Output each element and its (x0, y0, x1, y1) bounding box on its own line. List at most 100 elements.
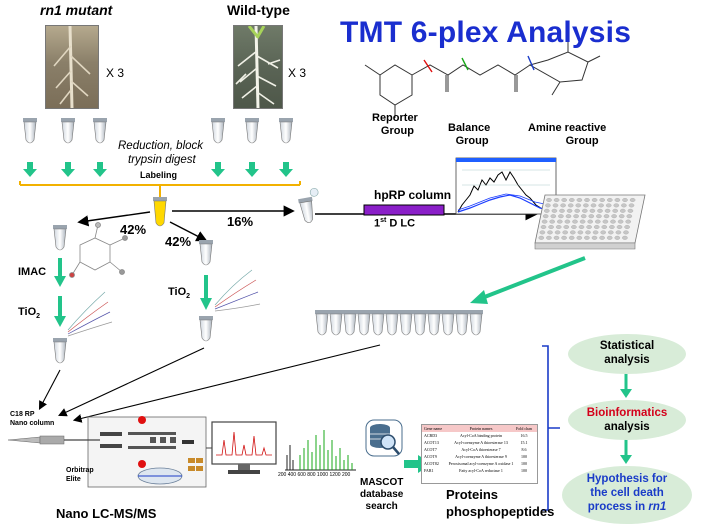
plate-well (593, 225, 600, 229)
plate-well (541, 219, 548, 224)
plate-well (597, 208, 603, 213)
table-row: ACBD3 Acyl-CoA binding protein 16.5 (424, 433, 528, 438)
database-search-icon (365, 419, 403, 457)
plate-well (552, 203, 559, 208)
plate-well (610, 219, 616, 224)
plate-well (612, 208, 618, 213)
plate-well (584, 198, 590, 202)
table-row: FAR1 Fatty acyl-CoA reductase 1 100 (424, 468, 527, 473)
plate-well (615, 230, 622, 235)
chromatogram-inset (455, 157, 557, 215)
plate-well (559, 208, 565, 213)
plate-well (573, 214, 579, 219)
split-pct-mid: 42% (165, 234, 192, 249)
plate-well (546, 235, 552, 240)
phosphopeptides-label: phosphopeptides (446, 504, 555, 519)
plate-well (583, 203, 589, 208)
tio2-left-label: TiO2 (18, 306, 41, 321)
computer-monitor (211, 421, 277, 474)
digest-label: trypsin digest (128, 154, 196, 166)
plate-well (607, 198, 613, 202)
plate-well (569, 198, 575, 202)
plate-well (561, 235, 567, 240)
plate-well (582, 208, 588, 213)
plate-well (555, 225, 562, 229)
plate-well (603, 214, 610, 219)
imac-label: IMAC (18, 266, 47, 278)
tio2-out-tube (198, 315, 214, 342)
reduction-label: Reduction, block (118, 140, 204, 152)
plate-well (560, 203, 566, 208)
plate-well (540, 225, 547, 229)
plate-well (578, 225, 585, 229)
plate-well (622, 198, 628, 202)
split-pct-left: 42% (120, 222, 147, 237)
plate-well (617, 219, 624, 224)
plate-well (600, 230, 606, 235)
nano-lcms-label: Nano LC-MS/MS (56, 506, 157, 521)
hprp-column-label: hpRP column (374, 188, 452, 202)
plate-well (628, 203, 635, 208)
plate-well (616, 225, 623, 229)
plate-well (601, 225, 608, 229)
plate-well (613, 203, 620, 208)
wildtype-replicates: X 3 (288, 66, 307, 80)
fan-sketch-mid (214, 269, 261, 312)
split-pct-right: 16% (227, 214, 254, 229)
plate-well (562, 230, 568, 235)
proteins-label: Proteins (446, 487, 499, 502)
plate-well (586, 225, 592, 229)
tio2-arrow (200, 275, 212, 310)
pooled-tube (153, 197, 167, 227)
plate-well (625, 219, 631, 224)
plate-well (588, 214, 595, 219)
plate-well (602, 219, 609, 224)
plate-well (591, 198, 598, 202)
plate-well (576, 198, 583, 202)
plate-well (623, 230, 629, 235)
plate-well (539, 230, 546, 235)
table-header: Gene name Protein names Fold change (422, 425, 537, 432)
plate-well (565, 214, 572, 219)
plate-well (548, 225, 554, 229)
labeling-label: Labeling (140, 170, 178, 180)
plate-well (621, 203, 627, 208)
plate-well (614, 235, 621, 240)
plate-well (591, 235, 598, 240)
plate-well (614, 198, 621, 202)
plate-well (606, 235, 613, 240)
plate-well (620, 208, 626, 213)
first-d-lc-label: 1st D LC (374, 217, 416, 230)
plate-to-fractions-arrow (470, 256, 586, 304)
imac-tube (52, 224, 68, 251)
plate-well (629, 198, 636, 202)
plate-well (571, 225, 577, 229)
plate-well (585, 230, 591, 235)
plate-well (553, 198, 560, 202)
mutant-root-photo (45, 25, 99, 109)
wildtype-root-photo (233, 25, 283, 109)
fan-sketch-left (67, 291, 113, 337)
plate-well (568, 235, 575, 240)
bioinformatics-node (568, 400, 686, 440)
labeling-line (19, 181, 301, 197)
plate-well (605, 203, 612, 208)
page-title: TMT 6-plex Analysis (340, 16, 632, 49)
plate-well (554, 230, 561, 235)
plate-well (542, 214, 549, 219)
plate-well (589, 208, 596, 213)
well-plate (534, 194, 646, 250)
table-row: ACOT9 Acyl-coenzyme A thioesterase 9 100 (424, 454, 527, 459)
plate-well (538, 235, 545, 240)
ms2-spectrum (285, 430, 356, 471)
hprp-tube (298, 188, 319, 223)
plate-well (579, 219, 586, 224)
plate-well (546, 198, 552, 202)
imac-arrow (54, 258, 66, 327)
